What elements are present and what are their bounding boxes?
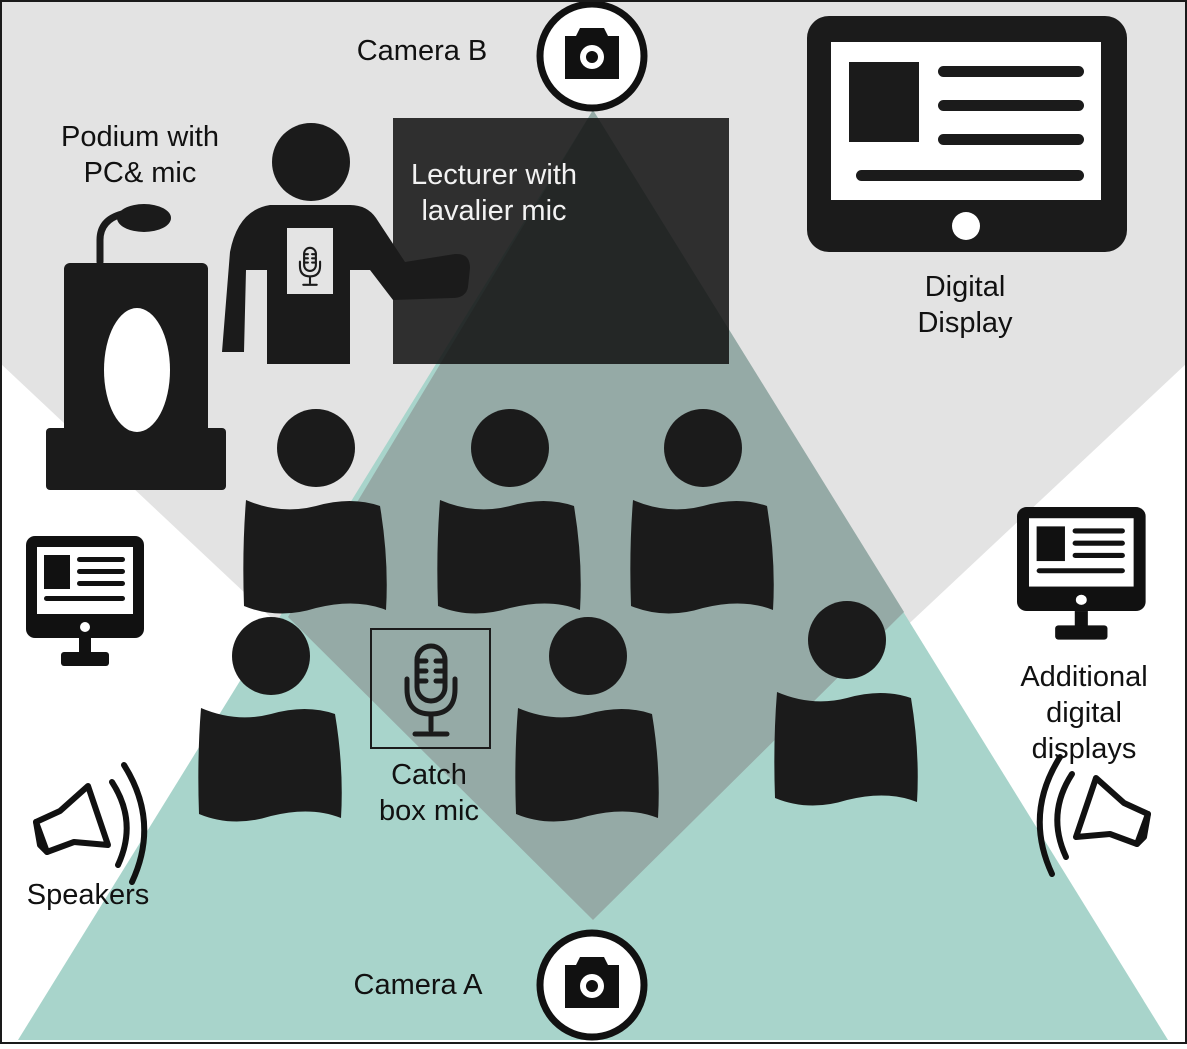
lecturer-label: Lecturer with lavalier mic — [394, 157, 594, 229]
catch-box-label-line-1: Catch — [391, 759, 467, 791]
podium-label: Podium with PC& mic — [40, 119, 240, 191]
monitor-icon-right — [1017, 507, 1146, 640]
digital-display-label: Digital Display — [895, 269, 1035, 341]
catch-box-label-line-2: box mic — [379, 795, 479, 827]
camera-overlap-field — [288, 110, 904, 920]
additional-displays-label-line-1: Additional — [1020, 661, 1148, 693]
speaker-icon-right — [1040, 757, 1148, 874]
camera-b-label: Camera B — [356, 35, 488, 67]
camera-a-icon — [540, 933, 644, 1037]
podium-label-line-2: PC& mic — [83, 157, 197, 189]
podium-label-line-1: Podium with — [61, 121, 219, 153]
tablet-display-icon — [807, 16, 1127, 252]
speakers-label: Speakers — [26, 879, 150, 911]
digital-display-label-line-2: Display — [917, 307, 1013, 339]
podium-icon — [46, 204, 226, 490]
catch-box-microphone-icon — [370, 628, 491, 749]
lecturer-label-line-2: lavalier mic — [421, 195, 567, 227]
camera-b-icon — [540, 4, 644, 108]
catch-box-label: Catch box mic — [354, 757, 504, 829]
monitor-icon-left — [26, 536, 144, 666]
additional-displays-label-line-3: displays — [1031, 733, 1137, 765]
additional-displays-label-line-2: digital — [1046, 697, 1122, 729]
lecturer-label-line-1: Lecturer with — [410, 159, 577, 191]
camera-a-label: Camera A — [353, 969, 483, 1001]
digital-display-label-line-1: Digital — [924, 271, 1006, 303]
person-icon — [222, 123, 470, 364]
additional-displays-label: Additional digital displays — [1004, 659, 1164, 767]
whiteboard-icon — [393, 118, 729, 364]
